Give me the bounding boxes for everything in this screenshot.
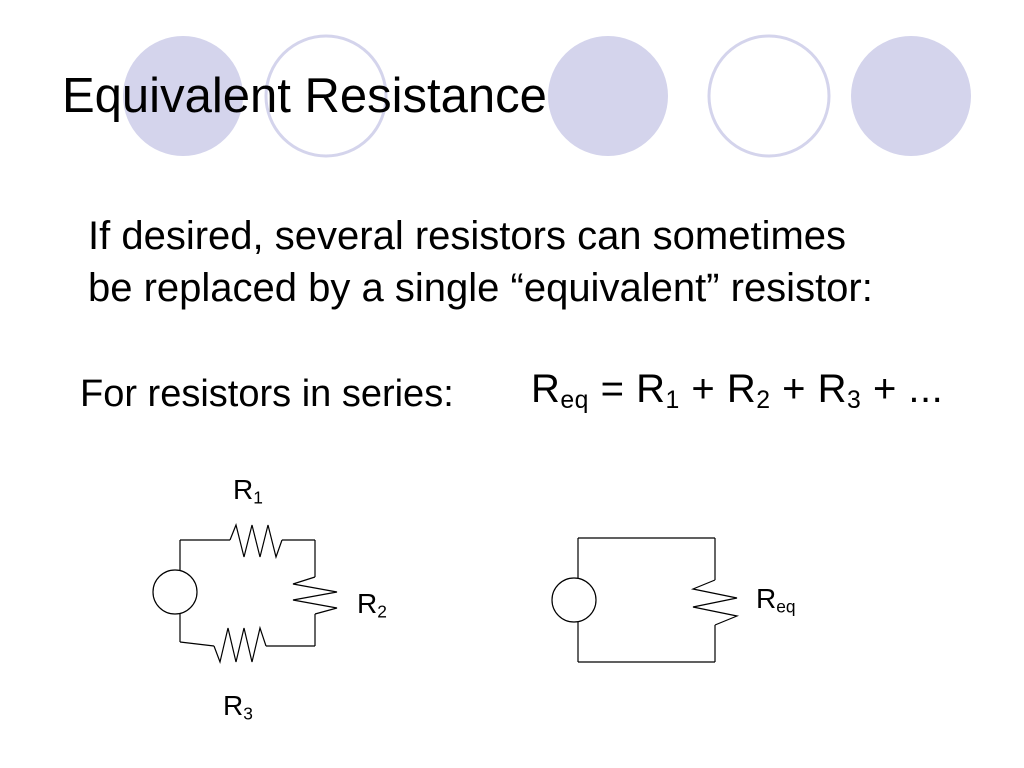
equivalent-circuit xyxy=(551,537,740,663)
formula-plus-1: + xyxy=(679,367,727,411)
deco-circle-5 xyxy=(851,36,971,156)
label-r2-sub: 2 xyxy=(377,601,387,622)
label-r3: R3 xyxy=(223,690,253,722)
label-r3-sub: 3 xyxy=(243,703,253,724)
resistor-req xyxy=(690,579,740,626)
formula-r2-symbol: R xyxy=(726,367,757,411)
resistor-r2 xyxy=(292,576,338,615)
label-req-symbol: R xyxy=(756,583,777,614)
label-req-sub: eq xyxy=(776,596,796,617)
deco-circle-1 xyxy=(123,36,243,156)
label-req: Req xyxy=(756,583,796,615)
formula-tail: + ... xyxy=(861,367,944,411)
series-formula: Req = R1 + R2 + R3 + ... xyxy=(531,365,943,413)
label-r1-symbol: R xyxy=(233,474,254,505)
formula-r2-sub: 2 xyxy=(756,387,771,415)
series-label: For resistors in series: xyxy=(80,373,454,415)
series-circuit xyxy=(152,523,338,665)
decorative-circles xyxy=(123,34,971,158)
formula-r3-sub: 3 xyxy=(847,387,862,415)
intro-line-1: If desired, several resistors can someti… xyxy=(88,214,847,258)
resistor-r3 xyxy=(213,625,267,665)
voltage-source-equivalent xyxy=(551,577,597,623)
intro-text: If desired, several resistors can someti… xyxy=(88,210,873,314)
formula-r3-symbol: R xyxy=(817,367,848,411)
deco-circle-3 xyxy=(548,36,668,156)
formula-r1-symbol: R xyxy=(636,367,666,411)
slide-title: Equivalent Resistance xyxy=(62,69,547,123)
formula-req-sub: eq xyxy=(560,387,589,415)
label-r2: R2 xyxy=(357,588,387,620)
formula-req-symbol: R xyxy=(531,367,561,411)
deco-circle-2 xyxy=(264,34,388,158)
formula-equals: = xyxy=(588,367,637,411)
voltage-source-series xyxy=(152,569,198,615)
label-r1: R1 xyxy=(233,474,263,506)
wire-bottom-left xyxy=(179,641,215,647)
formula-r1-sub: 1 xyxy=(665,387,680,415)
intro-line-2: be replaced by a single “equivalent” res… xyxy=(88,266,873,310)
formula-plus-2: + xyxy=(770,367,818,411)
label-r1-sub: 1 xyxy=(253,487,263,508)
label-r3-symbol: R xyxy=(223,690,244,721)
deco-circle-4 xyxy=(707,34,831,158)
resistor-r1 xyxy=(229,523,283,560)
label-r2-symbol: R xyxy=(357,588,378,619)
